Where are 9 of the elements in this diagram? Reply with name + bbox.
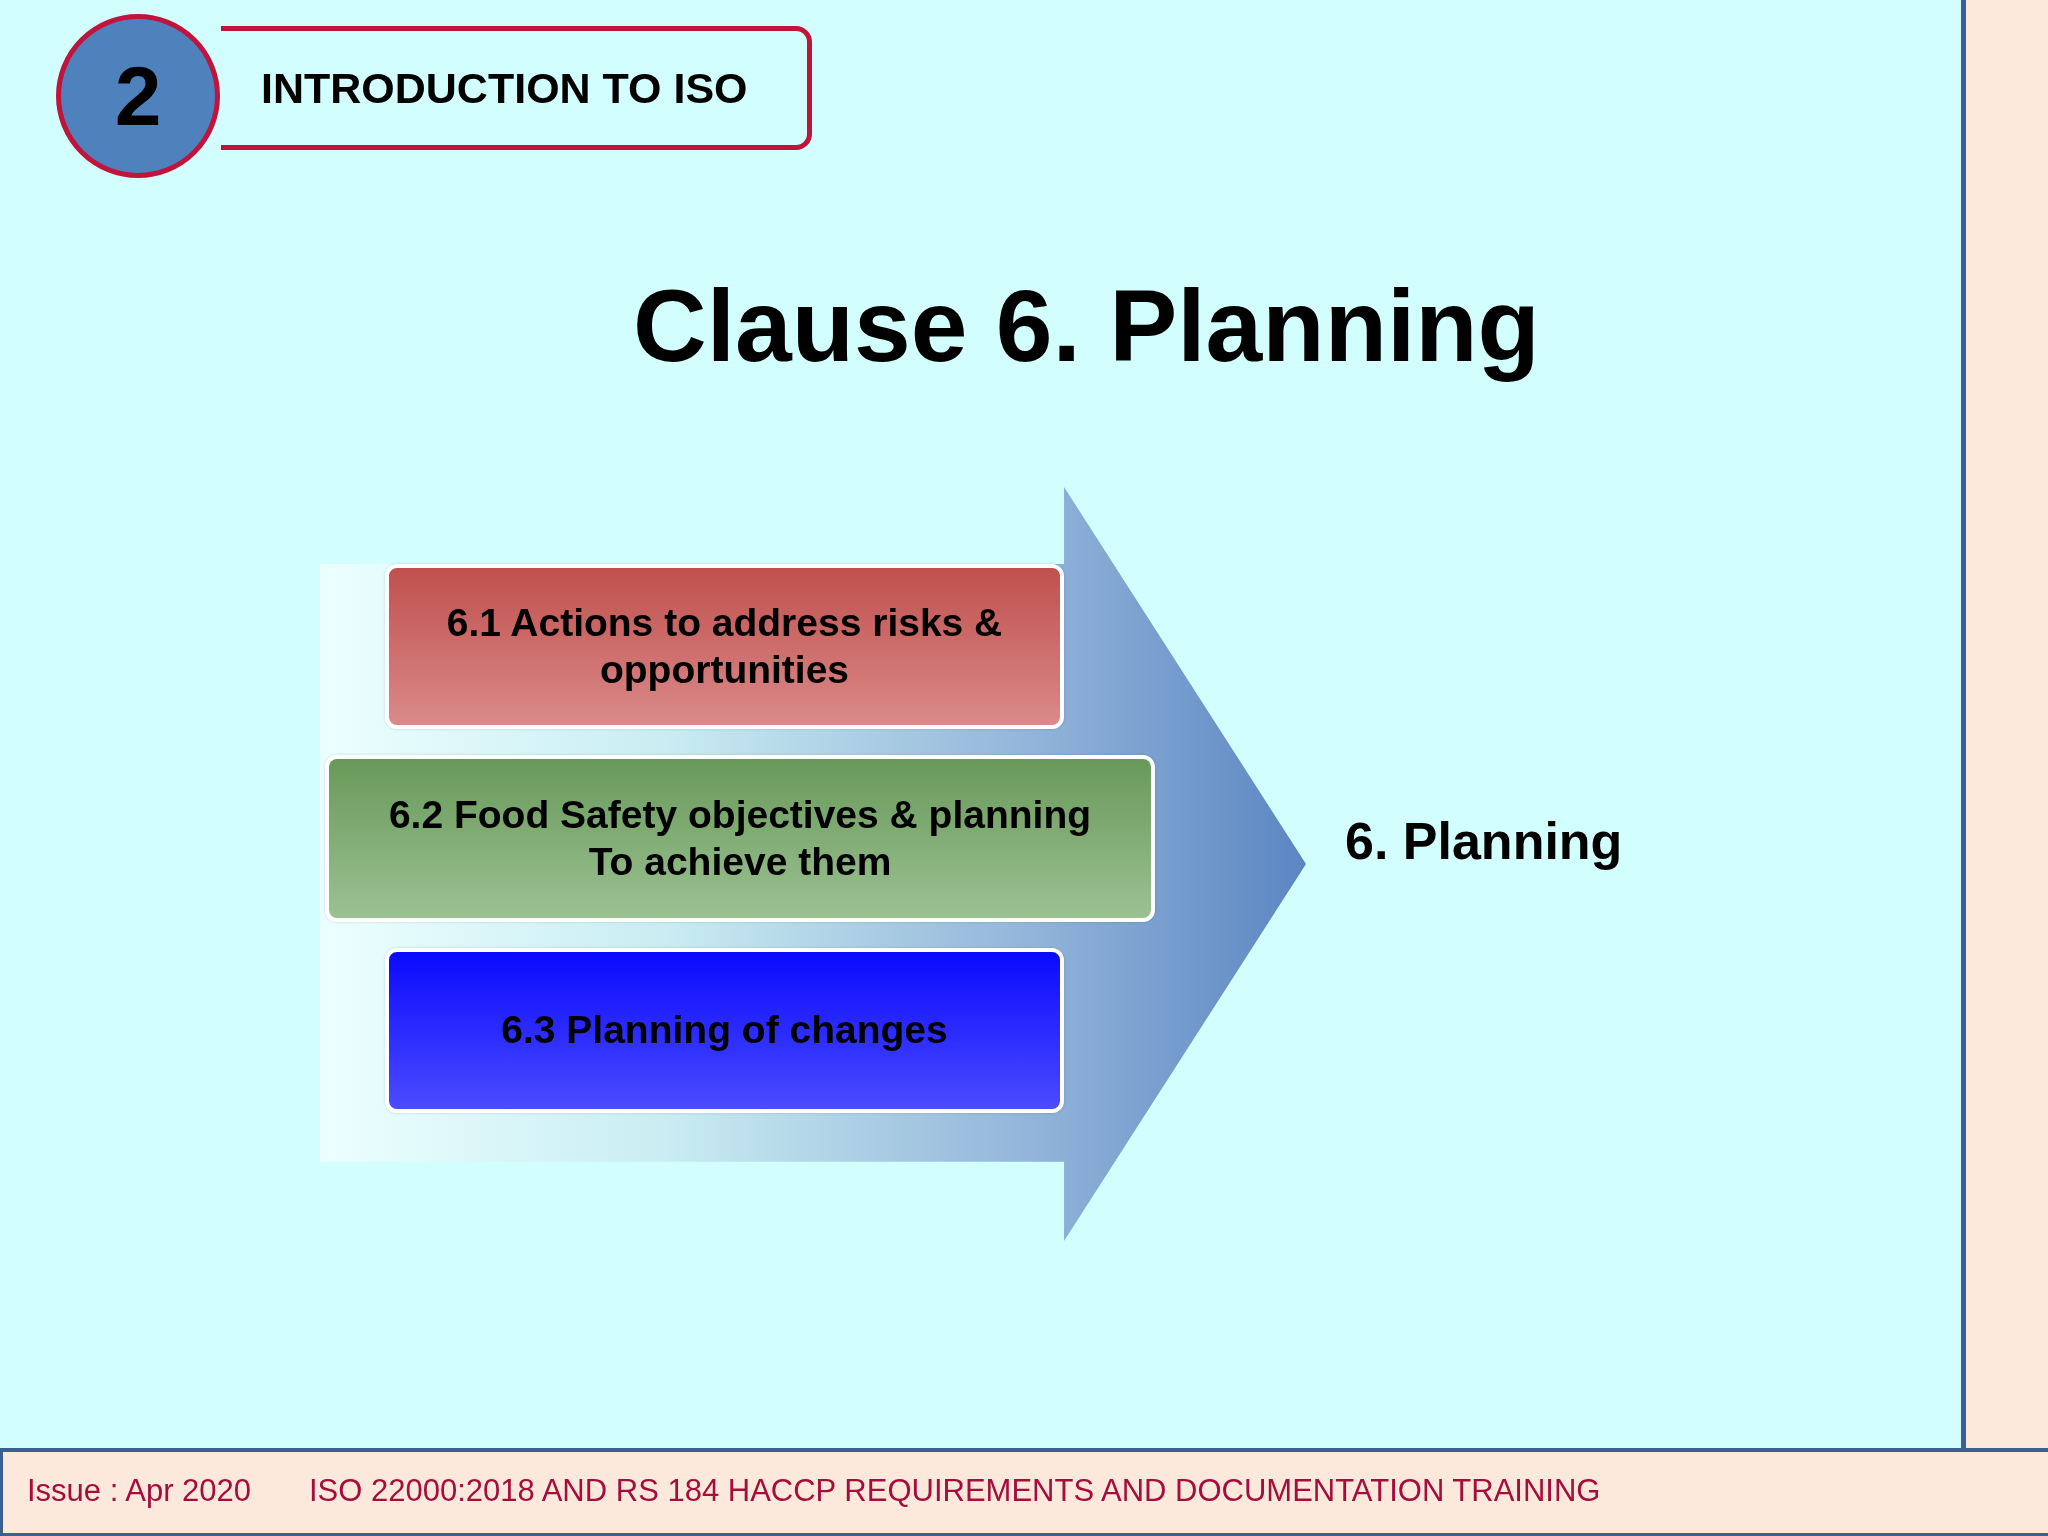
footer-text: ISO 22000:2018 AND RS 184 HACCP REQUIREMENTS AND DOCUMENTATION TRAINING	[309, 1472, 1601, 1510]
issue-date: Issue : Apr 2020	[27, 1472, 252, 1510]
clause-box: 6.3 Planning of changes	[385, 948, 1064, 1113]
clause-box: 6.2 Food Safety objectives & planning To achieve them	[325, 755, 1155, 922]
clause-box: 6.1 Actions to address risks & opportunities	[385, 564, 1064, 729]
arrow-caption: 6. Planning	[1345, 811, 1623, 872]
slide-title: Clause 6. Planning	[633, 268, 1540, 385]
section-heading-banner: INTRODUCTION TO ISO	[221, 26, 812, 150]
block-arrow	[320, 487, 1306, 1241]
